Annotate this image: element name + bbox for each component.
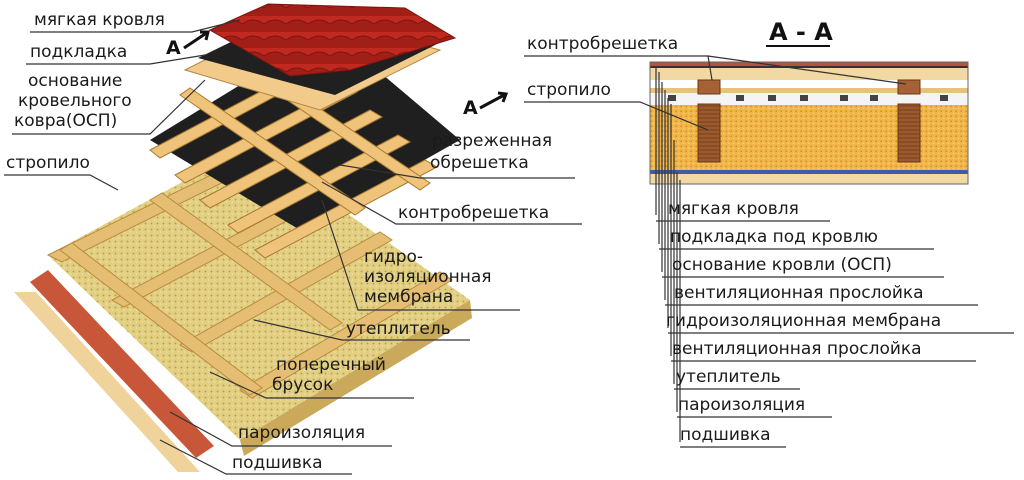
section-layers-graphic: [649, 61, 969, 185]
section-dash-marks: [668, 95, 948, 101]
label-membrane-3: мембрана: [364, 287, 453, 307]
section-aa: А - А: [524, 18, 1014, 448]
section-label-rafter: стропило: [527, 80, 611, 100]
section-leaders: [655, 66, 681, 442]
section-rafter-right: [897, 103, 921, 163]
section-counter-batten-right: [897, 79, 921, 95]
section-layer-item: вентиляционная прослойка: [672, 339, 922, 359]
label-base-3: ковра(ОСП): [14, 111, 117, 131]
label-membrane-1: гидро-: [364, 247, 423, 267]
insulation-side: [240, 300, 472, 456]
section-title: А - А: [769, 18, 833, 46]
label-sparse-batten-1: разреженная: [432, 131, 552, 151]
section-mark-a-right: А: [463, 97, 478, 119]
section-layer-item: подшивка: [680, 425, 771, 445]
section-marker-top: А: [166, 30, 210, 59]
label-cross-bar-2: брусок: [272, 375, 333, 395]
section-counter-batten-left: [697, 79, 721, 95]
lining-layer: [14, 292, 200, 472]
section-layer-item: гидроизоляционная мембрана: [666, 311, 941, 331]
soft-roof-shingles: [208, 3, 457, 77]
label-membrane-2: изоляционная: [364, 267, 491, 287]
label-underlay: подкладка: [30, 42, 127, 62]
section-layer-list: мягкая кровля подкладка под кровлю основ…: [656, 199, 1014, 448]
label-counter-batten: контробрешетка: [398, 203, 549, 223]
section-layer-item: утеплитель: [676, 367, 781, 387]
label-sparse-batten-2: обрешетка: [430, 153, 529, 173]
label-insulation: утеплитель: [346, 319, 451, 339]
section-layer-item: пароизоляция: [678, 395, 805, 415]
insulation-block: [48, 145, 470, 440]
section-mark-a-top: А: [166, 37, 181, 59]
label-rafter: стропило: [6, 153, 90, 173]
left-labels: мягкая кровля подкладка основание кровел…: [4, 10, 582, 475]
label-soft-roof: мягкая кровля: [34, 10, 165, 30]
section-layer-item: основание кровли (ОСП): [672, 255, 892, 275]
label-base-2: кровельного: [18, 91, 132, 111]
label-cross-bar-1: поперечный: [276, 355, 386, 375]
label-base-1: основание: [28, 71, 122, 91]
membrane-layer: [150, 30, 460, 230]
section-label-counter-batten: контробрешетка: [527, 34, 678, 54]
label-lining: подшивка: [232, 453, 323, 473]
section-layer-item: мягкая кровля: [668, 199, 799, 219]
label-vapor-barrier: пароизоляция: [238, 423, 365, 443]
section-layer-item: подкладка под кровлю: [670, 227, 878, 247]
section-marker-right: А: [463, 91, 509, 119]
vapor-barrier-layer: [30, 270, 214, 458]
roof-3d-illustration: [14, 3, 472, 472]
section-rafter-left: [697, 103, 721, 163]
section-layer-item: вентиляционная прослойка: [674, 283, 924, 303]
